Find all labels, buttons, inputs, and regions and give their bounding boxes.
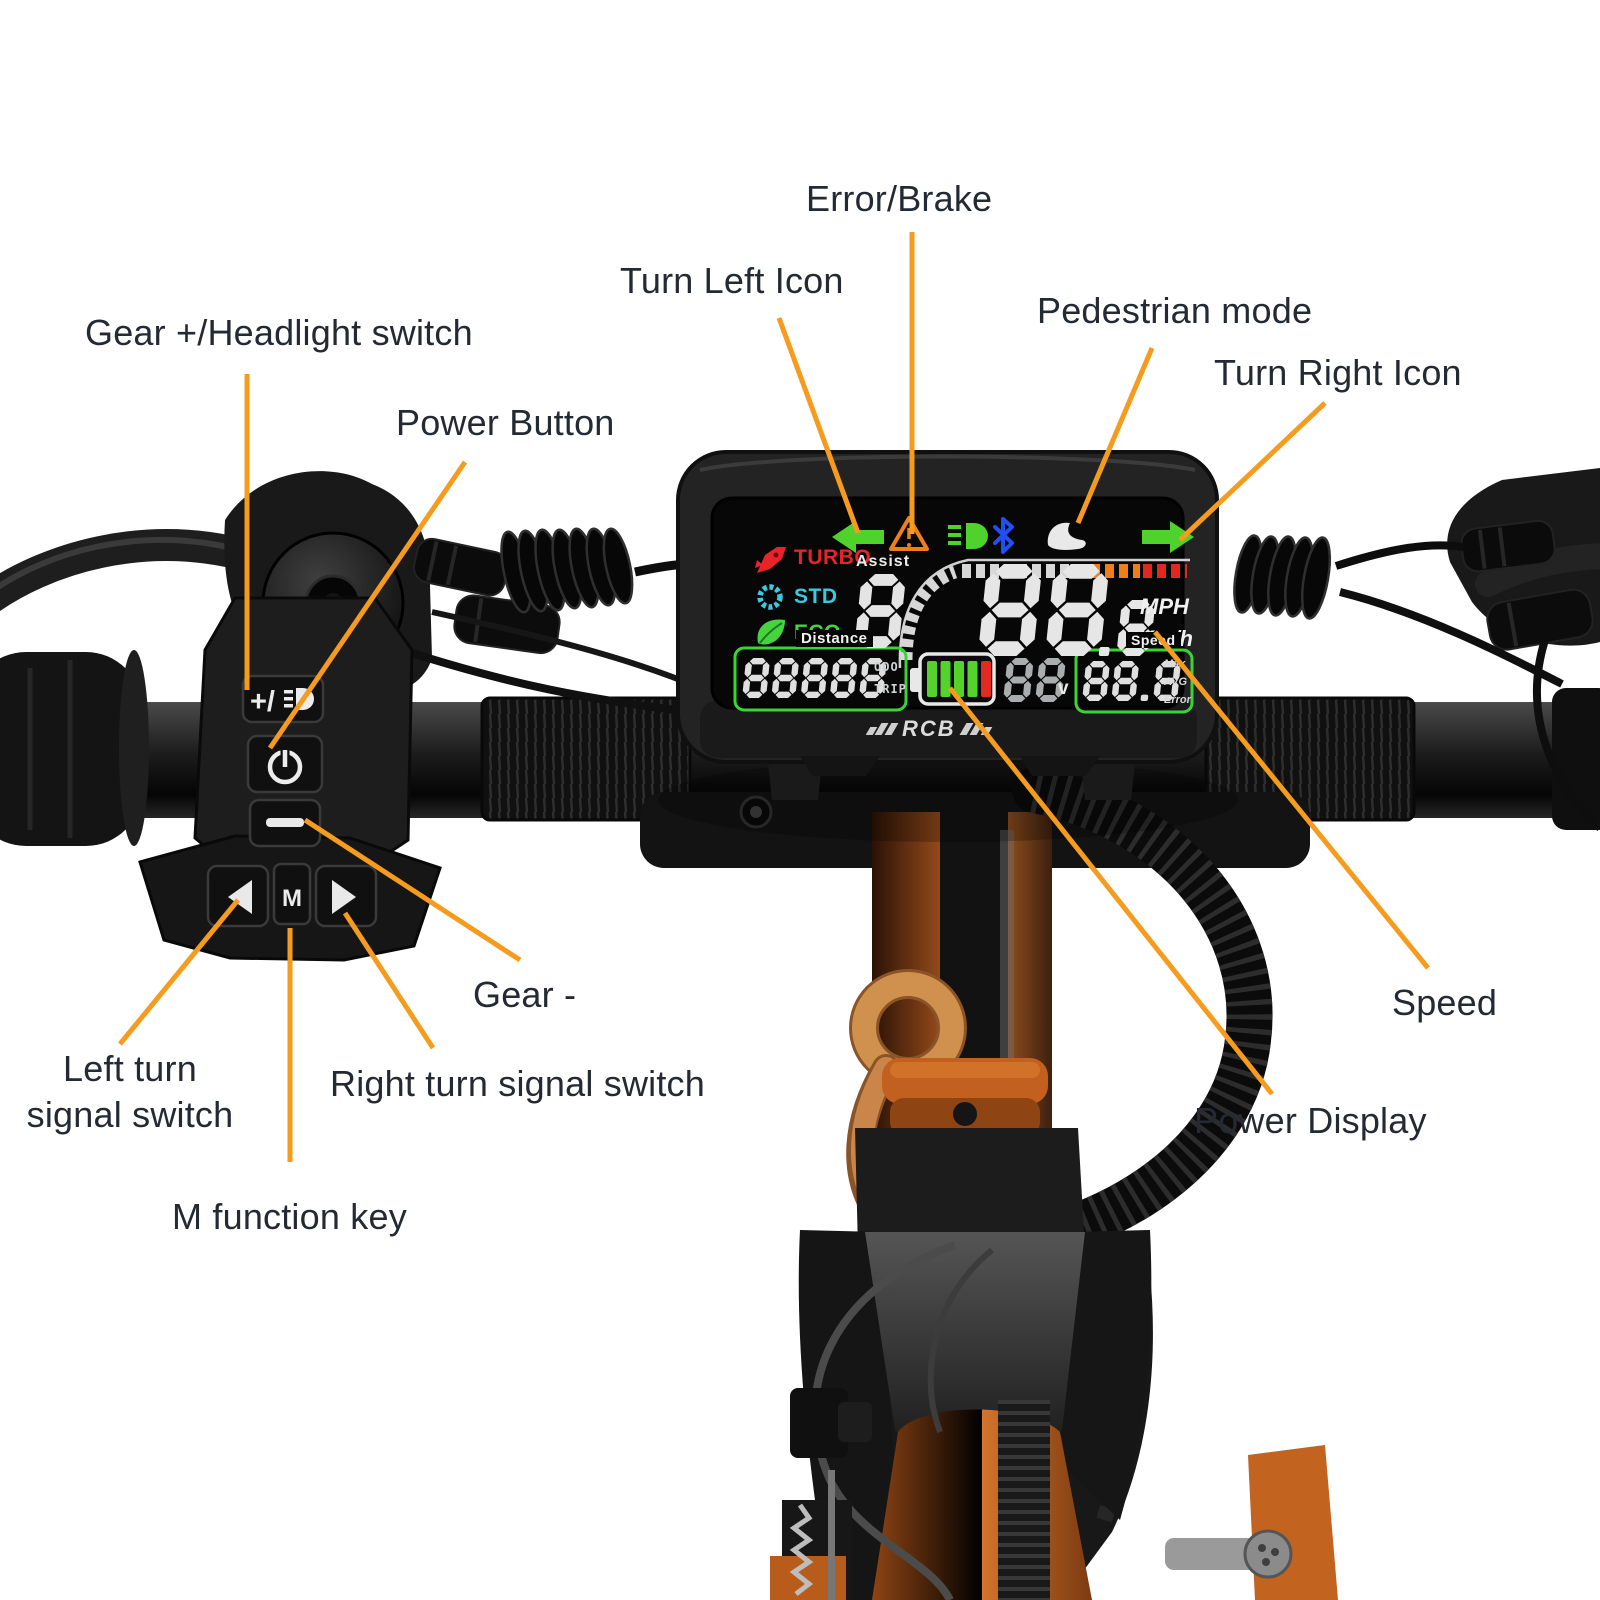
- distance-label: Distance: [796, 630, 873, 647]
- headlight-unit: [790, 1388, 872, 1458]
- callout-left-turn: Left turn signal switch: [26, 1048, 234, 1136]
- speed-value: [979, 564, 1133, 663]
- callout-m-key: M function key: [172, 1196, 407, 1237]
- std-gear-icon: [757, 584, 783, 610]
- line-gear-minus: [303, 817, 522, 963]
- assist-label: Assist: [856, 553, 911, 570]
- callout-power-display: Power Display: [1194, 1100, 1427, 1141]
- distance-box: [733, 646, 908, 712]
- voltage-unit: v: [1058, 678, 1069, 699]
- lcd-display: [658, 450, 1238, 842]
- plus-slash-glyph: +/: [250, 686, 275, 718]
- mode-std: STD: [756, 585, 838, 609]
- left-arrow-icon: [228, 880, 252, 914]
- mode-turbo-label: TURBO: [794, 546, 872, 569]
- line-pedestrian: [1075, 347, 1155, 524]
- right-brake-lever: [1334, 468, 1600, 831]
- minus-icon: [266, 818, 304, 827]
- steering-stem: [640, 767, 1310, 1354]
- left-turn-signal-button: [206, 864, 270, 928]
- callout-gear-plus: Gear +/Headlight switch: [85, 312, 473, 353]
- eco-leaf-icon: [757, 619, 785, 645]
- mode-std-label: STD: [794, 585, 838, 608]
- line-power: [267, 460, 468, 750]
- right-arrow-icon: [332, 880, 356, 914]
- mode-turbo: TURBO: [756, 546, 871, 570]
- bluetooth-icon: [993, 517, 1014, 554]
- left-coiled-cable: [370, 527, 764, 716]
- left-grip: [0, 650, 149, 846]
- line-power-display: [948, 686, 1274, 1096]
- line-left-turn: [118, 898, 240, 1046]
- callout-speed: Speed: [1392, 982, 1498, 1023]
- brand-text: RCB: [902, 716, 956, 741]
- odo-label: ODO: [874, 660, 899, 674]
- callout-gear-minus: Gear -: [473, 974, 577, 1015]
- assist-value: [855, 574, 925, 655]
- line-turn-left: [776, 317, 861, 534]
- callout-power-button: Power Button: [396, 402, 615, 443]
- callout-turn-right: Turn Right Icon: [1214, 352, 1462, 393]
- callout-error-brake: Error/Brake: [806, 178, 993, 219]
- stat-error: Error: [1164, 694, 1191, 706]
- front-wheel-assembly: [770, 1230, 1338, 1600]
- turbo-rocket-icon: [755, 547, 786, 573]
- stat-avg: AVG: [1164, 676, 1188, 688]
- turn-left-icon: [832, 521, 884, 553]
- warning-icon: [889, 516, 929, 551]
- turn-right-icon: [1142, 521, 1194, 553]
- right-coiled-cable: [1233, 534, 1332, 620]
- headlight-beam-icon: [948, 523, 988, 549]
- line-right-turn: [342, 911, 436, 1050]
- m-function-button: M: [272, 862, 312, 926]
- brand-logo: RCB: [865, 716, 992, 742]
- trip-label: TRIP: [874, 682, 907, 696]
- power-button: [246, 734, 324, 794]
- battery-icon: [910, 652, 996, 706]
- line-speed: [1153, 630, 1430, 970]
- callout-right-turn: Right turn signal switch: [330, 1063, 705, 1104]
- odometer-value: [742, 658, 897, 705]
- callout-pedestrian: Pedestrian mode: [1037, 290, 1313, 331]
- callout-turn-left: Turn Left Icon: [620, 260, 844, 301]
- line-turn-right: [1178, 401, 1327, 542]
- m-glyph: M: [282, 885, 302, 912]
- pedestrian-mode-icon: [1047, 522, 1086, 550]
- right-turn-signal-button: [314, 864, 378, 928]
- trip-speed-value: [1082, 661, 1192, 708]
- gear-minus-button: [248, 798, 322, 848]
- voltage-value: [1003, 658, 1078, 709]
- unit-mph: MPH: [1140, 594, 1189, 619]
- power-icon: [267, 748, 303, 785]
